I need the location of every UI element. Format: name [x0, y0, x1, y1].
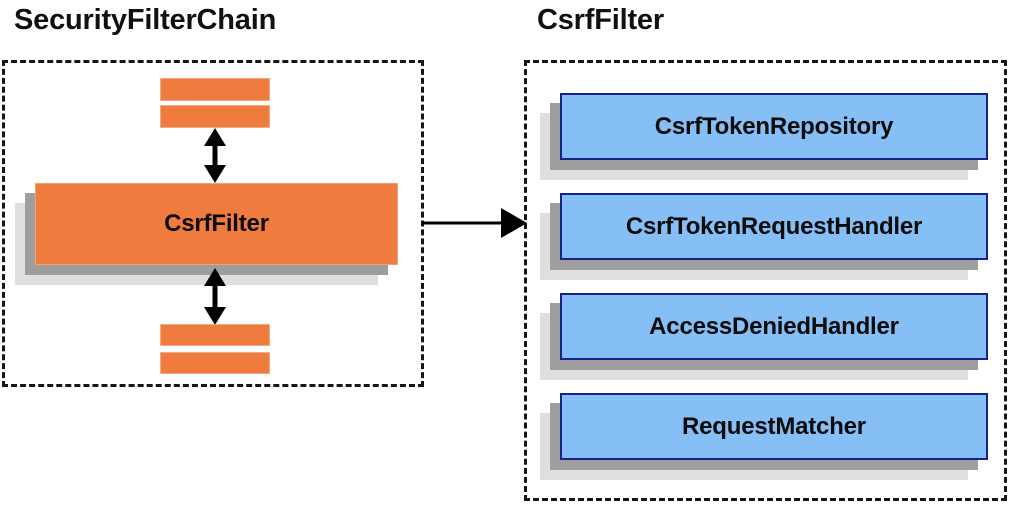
csrf-filter-face: CsrfFilter: [35, 183, 398, 265]
arrow-shaft: [212, 142, 218, 169]
bidirectional-arrow-below: [203, 268, 227, 325]
collaborator-box-csrf-token-request-handler[interactable]: CsrfTokenRequestHandler: [540, 193, 988, 280]
arrowhead-down-icon: [204, 307, 226, 325]
arrowhead-up-icon: [204, 128, 226, 146]
arrowhead-up-icon: [204, 268, 226, 286]
csrf-filter-box[interactable]: CsrfFilter: [15, 183, 398, 285]
csrf-filter-detail-arrow: [422, 208, 527, 238]
collaborator-label: RequestMatcher: [682, 412, 866, 440]
filter-slab-above-2: [160, 105, 270, 128]
bidirectional-arrow-above: [203, 128, 227, 183]
filter-slab-below-2: [160, 352, 270, 374]
collaborator-label: AccessDeniedHandler: [649, 312, 899, 340]
collaborator-label: CsrfTokenRequestHandler: [625, 212, 923, 240]
filter-slab-above-1: [160, 78, 270, 101]
collaborator-box-request-matcher[interactable]: RequestMatcher: [540, 393, 988, 480]
collaborator-face: RequestMatcher: [560, 393, 988, 460]
collaborator-box-csrf-token-repository[interactable]: CsrfTokenRepository: [540, 93, 988, 180]
arrowhead-right-icon: [501, 208, 527, 238]
collaborator-label: CsrfTokenRepository: [654, 112, 894, 140]
collaborator-box-access-denied-handler[interactable]: AccessDeniedHandler: [540, 293, 988, 380]
page-title-csrf-filter: CsrfFilter: [537, 4, 664, 36]
csrf-filter-detail-panel: [524, 60, 1007, 501]
collaborator-face: CsrfTokenRepository: [560, 93, 988, 160]
collaborator-face: CsrfTokenRequestHandler: [560, 193, 988, 260]
arrow-shaft: [212, 282, 218, 311]
csrf-filter-label: CsrfFilter: [164, 210, 269, 237]
collaborator-face: AccessDeniedHandler: [560, 293, 988, 360]
page-title-security-filter-chain: SecurityFilterChain: [14, 4, 277, 36]
arrow-shaft: [422, 221, 507, 225]
filter-slab-below-1: [160, 324, 270, 346]
arrowhead-down-icon: [204, 165, 226, 183]
